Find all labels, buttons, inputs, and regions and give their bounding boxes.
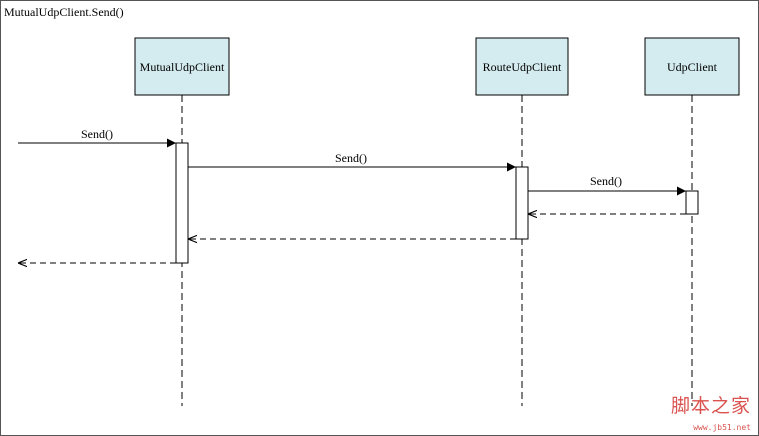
participant-label: UdpClient — [667, 60, 718, 74]
watermark-logo: 脚本之家 — [670, 395, 751, 417]
activation-udpclient — [685, 190, 699, 215]
participant-udpclient: UdpClient — [644, 37, 740, 96]
participant-mutualudpclient: MutualUdpClient — [134, 37, 230, 96]
participant-label: MutualUdpClient — [140, 60, 225, 74]
message-label-2: Send() — [335, 151, 367, 165]
message-label-1: Send() — [81, 127, 113, 141]
activation-mutualudpclient — [175, 142, 189, 264]
participant-routeudpclient: RouteUdpClient — [475, 37, 569, 96]
activation-routeudpclient — [515, 166, 529, 240]
message-label-3: Send() — [590, 174, 622, 188]
watermark-url: www.jb51.net — [693, 423, 751, 432]
participant-label: RouteUdpClient — [483, 60, 562, 74]
frame-title: MutualUdpClient.Send() — [4, 5, 124, 19]
